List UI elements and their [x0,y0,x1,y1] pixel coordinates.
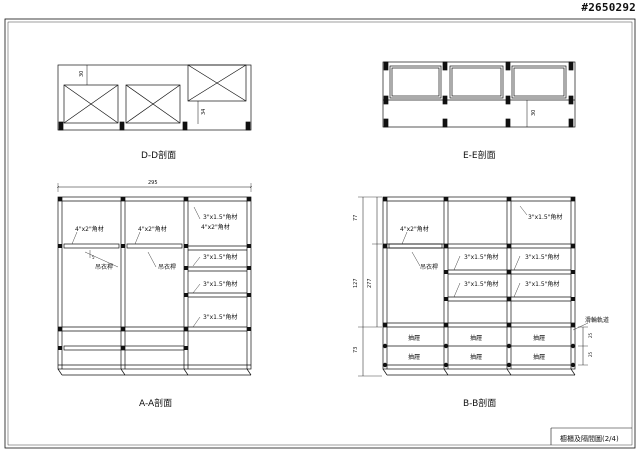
dd-title: D-D剖面 [141,149,176,161]
sheet-border [4,18,636,449]
ee-title: E-E剖面 [463,149,496,161]
bb-label-angle-3x15-m2: 3"x1.5"角材 [464,280,498,288]
aa-label-rod-mid: 吊衣桿 [158,263,176,271]
aa-label-angle-3x15-r2: 3"x1.5"角材 [203,280,237,288]
aa-label-angle-4x2-right: 4"x2"角材 [201,223,230,231]
section-bb [358,196,589,377]
aa-posts [58,197,251,350]
bb-label-slide-rail: 滑輪軌道 [585,316,609,324]
section-ee [382,61,576,128]
bb-label-rod: 吊衣桿 [420,263,438,271]
aa-title: A-A剖面 [139,397,172,409]
title-block [550,427,632,445]
bb-dim-127: 127 [353,278,359,288]
ee-dim-30: 30 [531,110,537,116]
section-aa [58,183,251,376]
bb-drawer-6: 抽屜 [533,353,545,361]
drawing-id: #2650292 [581,1,636,14]
section-dd [57,64,252,131]
aa-label-angle-3x15-r1: 3"x1.5"角材 [203,253,237,261]
bb-drawer-1: 抽屜 [408,334,420,342]
bb-dim-277: 277 [367,278,373,288]
aa-label-rod-left: 吊衣桿 [95,263,113,271]
bb-title: B-B剖面 [463,397,496,409]
bb-label-angle-3x15-r1: 3"x1.5"角材 [525,253,559,261]
bb-label-angle-3x15-top: 3"x1.5"角材 [528,213,562,221]
aa-small-mark: 5 [92,255,95,260]
aa-label-angle-3x15-top: 3"x1.5"角材 [203,213,237,221]
bb-label-angle-4x2: 4"x2"角材 [400,225,429,233]
bb-drawer-5: 抽屜 [470,353,482,361]
bb-label-angle-3x15-r2: 3"x1.5"角材 [525,280,559,288]
bb-dim-73: 73 [353,347,359,353]
dd-dim-34: 34 [201,109,207,115]
bb-dim-25a: 25 [588,332,593,338]
bb-drawer-2: 抽屜 [470,334,482,342]
bb-posts [382,197,576,368]
bb-label-angle-3x15-m1: 3"x1.5"角材 [464,253,498,261]
bb-drawer-4: 抽屜 [408,353,420,361]
dd-dim-30: 30 [79,71,85,77]
bb-dim-25b: 25 [588,351,593,357]
bb-dim-77: 77 [353,215,359,221]
aa-label-angle-3x15-r3: 3"x1.5"角材 [203,313,237,321]
bb-drawer-3: 抽屜 [533,334,545,342]
aa-label-angle-4x2-mid: 4"x2"角材 [138,225,167,233]
sheet-title: 櫥櫃及隔間圖(2/4) [560,434,619,443]
aa-dim-295: 295 [148,180,158,186]
aa-label-angle-4x2-left: 4"x2"角材 [75,225,104,233]
